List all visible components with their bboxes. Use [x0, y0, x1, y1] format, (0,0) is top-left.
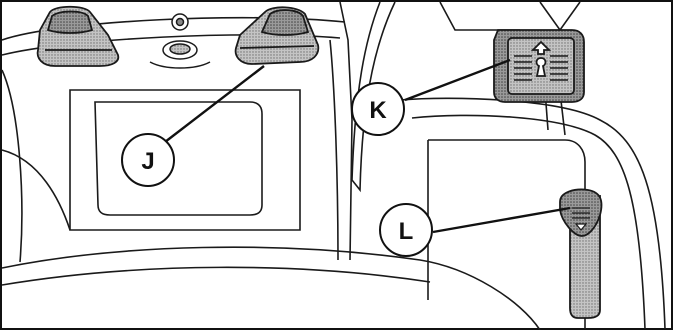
callout-l: L — [379, 203, 433, 257]
leader-line-j — [164, 65, 265, 143]
callout-k: K — [351, 82, 405, 136]
callout-j-label: J — [141, 148, 154, 175]
leader-lines — [164, 58, 571, 234]
arrow-down-icon — [574, 223, 588, 231]
pedal-right-part-j — [234, 6, 320, 65]
arrow-up-icon — [530, 40, 552, 55]
callout-l-label: L — [399, 218, 414, 245]
pedal-left-part-j — [36, 5, 120, 67]
callout-j: J — [121, 133, 175, 187]
leader-line-l — [432, 206, 571, 234]
callout-k-label: K — [369, 97, 387, 124]
leader-line-k — [404, 58, 511, 102]
lever-part-l — [559, 188, 603, 319]
keyhole-icon — [535, 57, 547, 77]
ignition-knob — [149, 13, 211, 69]
switch-part-k — [493, 29, 585, 103]
